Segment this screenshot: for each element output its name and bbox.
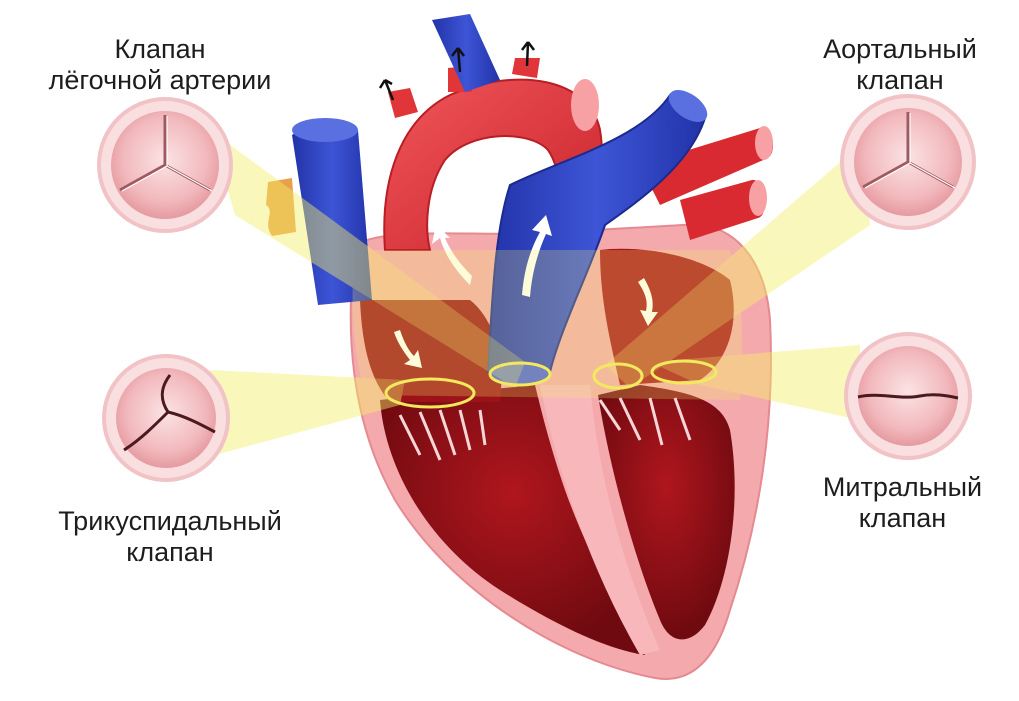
label-aortic-valve-line1: Аортальный <box>790 34 1010 65</box>
label-mitral-valve-line1: Митральный <box>790 472 1015 503</box>
label-tricuspid-valve: Трикуспидальный клапан <box>10 506 330 568</box>
mitral-valve-circle <box>846 334 970 458</box>
exit-arrow-1 <box>380 80 393 100</box>
label-tricuspid-valve-line1: Трикуспидальный <box>10 506 330 537</box>
beam-heart-glow <box>352 250 742 400</box>
tricuspid-valve-circle <box>104 356 228 480</box>
aortic-branch-1 <box>388 88 418 118</box>
vena-cava-opening <box>292 118 358 142</box>
label-tricuspid-valve-line2: клапан <box>10 537 330 568</box>
label-mitral-valve-line2: клапан <box>790 503 1015 534</box>
label-pulmonary-valve-line2: лёгочной артерии <box>10 65 310 96</box>
label-aortic-valve-line2: клапан <box>790 65 1010 96</box>
aortic-branch-opening <box>571 79 599 131</box>
pulmonary-valve-circle <box>99 99 231 231</box>
pulmonary-vein-upper-opening <box>755 126 773 160</box>
label-pulmonary-valve: Клапан лёгочной артерии <box>10 34 310 96</box>
pulmonary-vein-lower-opening <box>749 180 767 216</box>
label-aortic-valve: Аортальный клапан <box>790 34 1010 96</box>
label-mitral-valve: Митральный клапан <box>790 472 1015 534</box>
label-pulmonary-valve-line1: Клапан <box>10 34 310 65</box>
pulmonary-trunk-left <box>432 14 500 92</box>
aortic-valve-circle <box>842 96 974 228</box>
